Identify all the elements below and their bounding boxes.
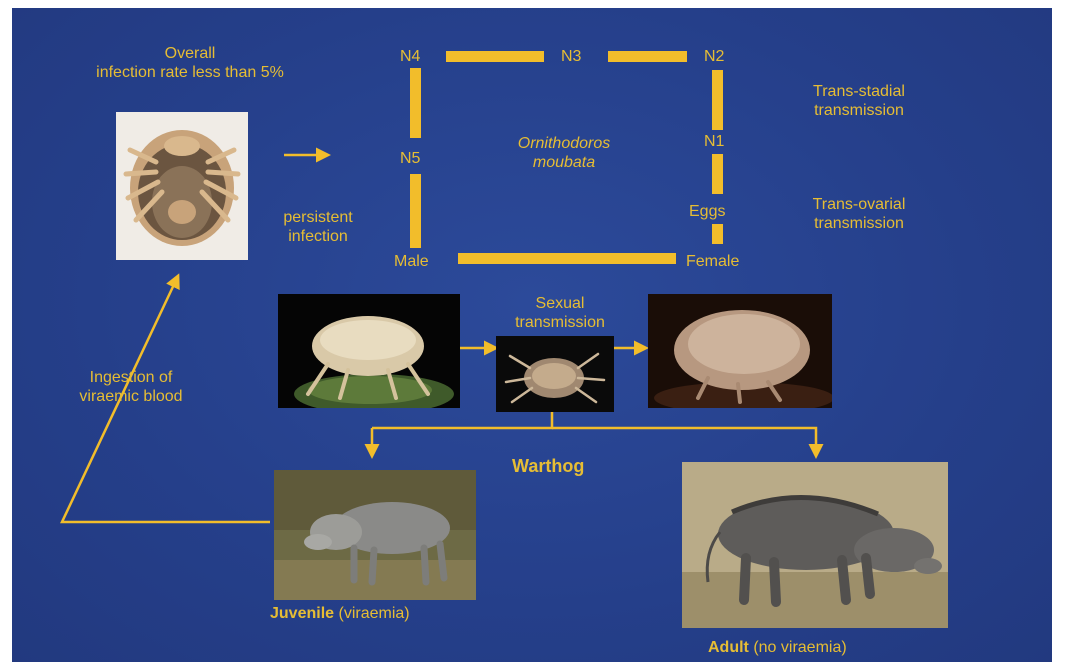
bar-n4-n3 [446,51,544,62]
infection-rate-text: Overall infection rate less than 5% [40,44,340,82]
male-tick-photo [278,294,460,408]
stage-eggs: Eggs [689,202,725,221]
trans-stadial-text: Trans-stadial transmission [784,82,934,120]
bar-male-n5 [410,174,421,248]
juvenile-caption: Juvenile (viraemia) [270,604,410,623]
arrow-split-to-warthogs [372,412,552,428]
infection-rate-line1: Overall [40,44,340,63]
infection-rate-line2: infection rate less than 5% [40,63,340,82]
sexual-transmission-text: Sexual transmission [500,294,620,332]
juvenile-label: Juvenile [270,605,334,622]
adult-caption: Adult (no viraemia) [708,638,847,657]
stage-female: Female [686,252,739,271]
stage-n4: N4 [400,47,420,66]
stage-n3: N3 [561,47,581,66]
juvenile-note: (viraemia) [338,605,409,622]
bar-male-female [458,253,676,264]
adult-warthog-photo [682,462,948,628]
species-name-line1: Ornithodoros [494,134,634,153]
host-title: Warthog [512,457,584,476]
diagram-slide: N4 N3 N2 N1 N5 Eggs Male Female Ornithod… [12,8,1052,662]
stage-male: Male [394,252,429,271]
tick-ventral-photo [116,112,248,260]
bar-n2-n1 [712,70,723,130]
stage-n2: N2 [704,47,724,66]
female-tick-photo [648,294,832,408]
bar-eggs-female [712,224,723,244]
species-name-line2: moubata [494,153,634,172]
juvenile-warthog-photo [274,470,476,600]
species-name: Ornithodoros moubata [494,134,634,172]
ingestion-text: Ingestion of viraemic blood [56,368,206,406]
stage-n1: N1 [704,132,724,151]
bar-n3-n2 [608,51,687,62]
adult-note: (no viraemia) [753,639,846,656]
bar-n5-n4 [410,68,421,138]
adult-label: Adult [708,639,749,656]
nymph-tick-photo [496,336,614,412]
trans-ovarial-text: Trans-ovarial transmission [784,195,934,233]
stage-n5: N5 [400,149,420,168]
bar-n1-eggs [712,154,723,194]
persistent-infection-text: persistent infection [258,208,378,246]
